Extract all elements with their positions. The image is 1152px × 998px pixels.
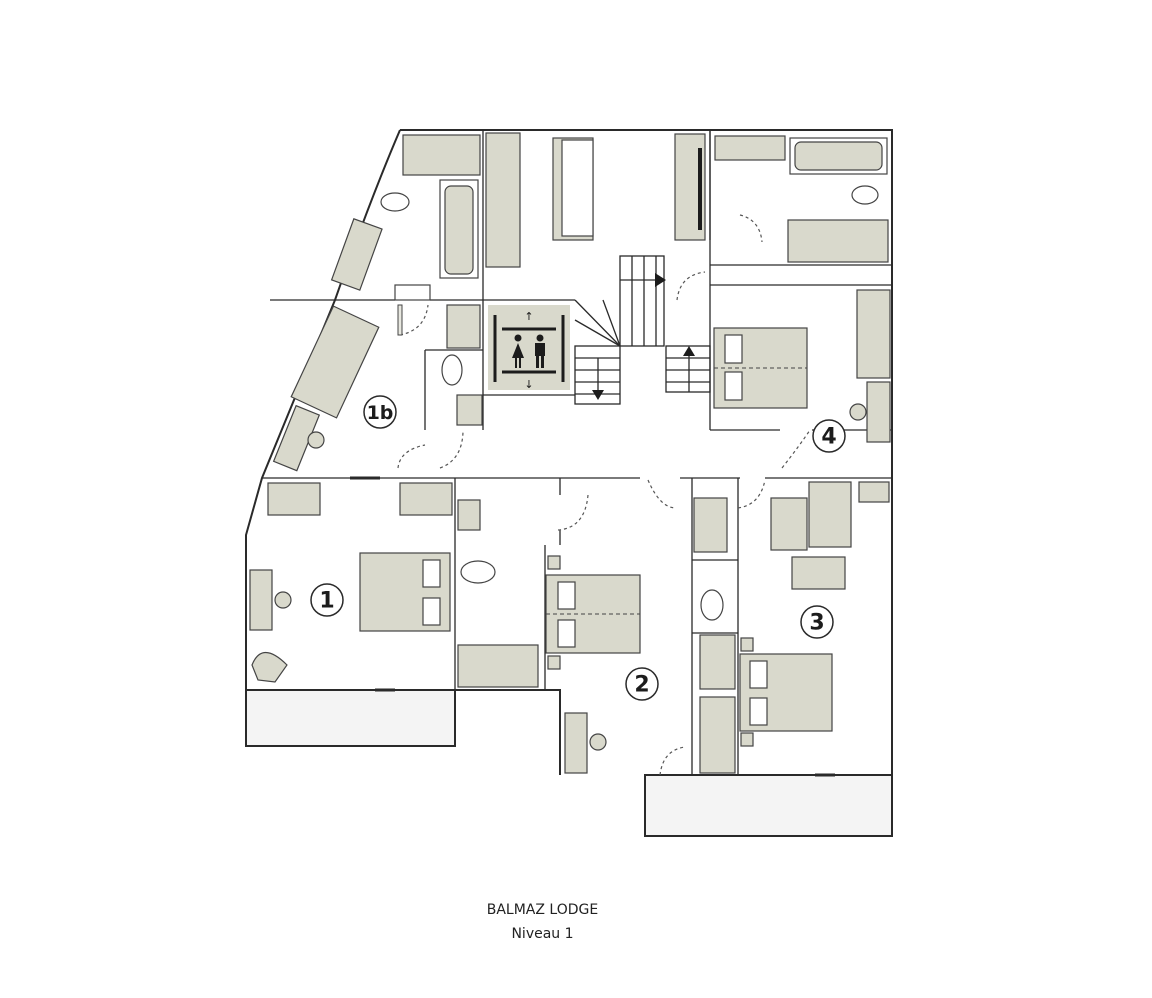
shower-room-3 [808,481,852,548]
balcony-room-1 [245,689,456,747]
svg-text:2: 2 [634,673,649,698]
chair-room-2 [589,733,607,751]
double-vanity-room-4 [714,135,786,161]
sink-bath-2 [457,499,481,531]
room-label-4: 4 [812,419,846,453]
chair-room-1 [274,591,292,609]
pillow [557,619,576,648]
room-label-1: 1 [310,583,344,617]
armchair-room-1 [251,651,288,683]
door-swing [647,479,677,509]
wardrobe-hall-left [485,132,521,268]
wardrobe-corridor-3b [699,634,736,690]
stair-arrow-down-icon [592,390,604,400]
toilet-room-3-icon [700,589,724,621]
pillow [724,371,743,401]
wardrobe-corridor-3a [693,497,728,553]
plan-level: Niveau 1 [511,926,574,942]
door-swing [397,444,426,469]
pillow [749,660,768,689]
elevator-down-arrow-icon: ↓ [524,378,533,391]
door-swing [676,271,706,301]
windows [350,476,835,777]
toilet-icon [380,192,410,212]
door-swing [659,746,686,776]
room-label-1b: 1b [363,395,397,429]
vanity-1b [394,284,431,301]
elevator-up-arrow-icon: ↑ [524,310,533,323]
elevator: ↑ ↓ [488,305,570,391]
wardrobe-room-3 [770,497,808,551]
svg-text:4: 4 [821,425,836,450]
sink-room-3 [858,481,890,503]
balcony-room-3 [644,774,893,837]
svg-text:1: 1 [319,589,334,614]
pillow [422,597,441,626]
pillow [422,559,441,588]
door-swing [737,479,766,509]
door-swing [439,431,464,469]
door-swing [557,494,589,531]
door-leaf [397,304,403,336]
svg-text:3: 3 [809,611,824,636]
nightstand [547,555,561,570]
pillow [724,334,743,364]
svg-text:1b: 1b [367,402,394,424]
plan-title: BALMAZ LODGE [486,902,599,918]
wardrobe-room-1-left [267,482,321,516]
nightstand [740,637,754,652]
sofa-cushions [561,139,594,237]
bench-room-3 [791,556,846,590]
door-swing [781,429,811,469]
staircase [574,255,711,405]
single-bed-room-4 [787,219,889,263]
bathtub-basin-4 [794,141,883,171]
vanity-top-left [402,134,481,176]
chair-room-4 [849,403,867,421]
desk-room-4 [866,381,891,443]
toilet-bath-2-icon [460,560,496,584]
stair-arrow-right-icon [655,273,666,287]
stair-arrow-up-icon [683,346,695,356]
toilet-room-4-icon [851,185,879,205]
nightstand [547,655,561,670]
bathtub-basin [444,185,474,275]
wardrobe-room-4 [856,289,891,379]
bathtub-bath-2 [457,644,539,688]
door-swing [399,304,429,336]
desk-room-1 [249,569,273,631]
pillow [749,697,768,726]
people-icon [512,334,545,368]
wardrobe-room-1-right [399,482,453,516]
room-label-2: 2 [625,667,659,701]
chair-1b [307,431,325,449]
single-bed-1b [290,305,380,419]
door-swing [739,214,763,243]
double-sink [330,218,383,291]
wardrobe-1b [446,304,481,349]
pillow [557,581,576,610]
desk-room-2 [564,712,588,774]
toilet-1b-wc-icon [441,354,463,386]
room-label-3: 3 [800,605,834,639]
wardrobe-corridor-3c [699,696,736,774]
sink-1b-wc [456,394,483,426]
nightstand [740,732,754,747]
